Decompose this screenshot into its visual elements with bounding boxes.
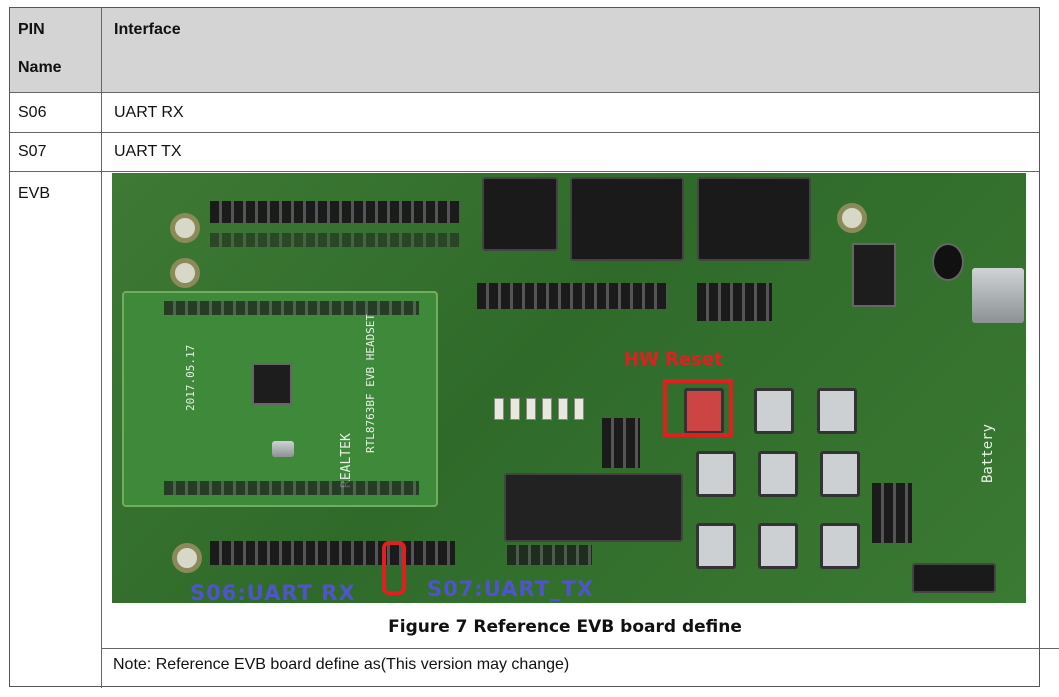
interface-cell: UART TX xyxy=(114,143,182,160)
usb-connector xyxy=(972,268,1024,323)
ic-chip xyxy=(852,243,896,307)
table-header-row: PIN Name Interface xyxy=(10,8,1039,92)
mount-hole xyxy=(837,203,867,233)
evb-board-photo: RTL8763BF EVB HEADSET REALTEK 2017.05.17… xyxy=(112,173,1026,603)
led xyxy=(510,398,520,420)
pin-cell: EVB xyxy=(10,172,102,688)
audio-jack xyxy=(570,177,684,261)
uart-tx-label: S07:UART_TX xyxy=(427,577,594,601)
crystal xyxy=(272,441,294,457)
table-row: EVB xyxy=(10,171,1039,688)
hw-reset-label: HW Reset xyxy=(624,349,723,370)
rtl8763bf-module: RTL8763BF EVB HEADSET REALTEK 2017.05.17 xyxy=(122,291,438,507)
pin-header-bottom-2 xyxy=(507,545,592,565)
header-name-label: Name xyxy=(18,59,62,76)
led xyxy=(574,398,584,420)
note-text: Note: Reference EVB board define as(This… xyxy=(113,656,570,673)
figure-caption: Figure 7 Reference EVB board define xyxy=(388,617,742,637)
key-button xyxy=(820,451,860,497)
header-pin-name: PIN Name xyxy=(10,8,102,92)
pin-cell: S07 xyxy=(10,133,102,171)
led xyxy=(494,398,504,420)
header-interface-label: Interface xyxy=(114,21,181,38)
led xyxy=(558,398,568,420)
pin-cell: S06 xyxy=(10,93,102,132)
module-pins xyxy=(164,301,419,315)
audio-jack xyxy=(482,177,558,251)
pin-header-bottom xyxy=(210,541,455,565)
hw-reset-button xyxy=(684,388,724,434)
header-pin-label: PIN xyxy=(18,21,45,38)
interface-cell: UART RX xyxy=(114,103,184,121)
key-button xyxy=(754,388,794,434)
key-button xyxy=(817,388,857,434)
hw-reset-highlight xyxy=(663,379,733,437)
interface-table: PIN Name Interface S06 UART RX S07 UART … xyxy=(9,7,1040,688)
pin-header-small xyxy=(602,418,640,468)
key-button xyxy=(696,451,736,497)
box-header-connector xyxy=(504,473,683,542)
key-button xyxy=(820,523,860,569)
jumper-block xyxy=(697,283,772,321)
audio-jack xyxy=(697,177,811,261)
key-button xyxy=(758,451,798,497)
pin-header-top-labels xyxy=(210,233,460,247)
rx-tx-pin-highlight xyxy=(382,541,406,595)
bt-soc-chip xyxy=(252,363,292,405)
battery-silk: Battery xyxy=(980,423,996,483)
table-row: S07 UART TX xyxy=(10,132,1039,171)
uart-rx-label: S06:UART RX xyxy=(190,581,356,603)
log-header xyxy=(872,483,912,543)
pin-header-top xyxy=(210,201,460,223)
led xyxy=(542,398,552,420)
key-button xyxy=(758,523,798,569)
battery-connector xyxy=(912,563,996,593)
mount-hole xyxy=(172,543,202,573)
date-silk: 2017.05.17 xyxy=(184,344,197,411)
led xyxy=(526,398,536,420)
module-pins xyxy=(164,481,419,495)
table-row: S06 UART RX xyxy=(10,92,1039,132)
brand-silk: REALTEK xyxy=(339,433,354,488)
capacitor xyxy=(932,243,964,281)
mount-hole xyxy=(170,213,200,243)
mount-hole xyxy=(170,258,200,288)
header-interface: Interface xyxy=(102,8,1039,92)
key-button xyxy=(696,523,736,569)
divider xyxy=(101,648,1059,649)
module-silk: RTL8763BF EVB HEADSET xyxy=(364,313,377,453)
jumper-row xyxy=(477,283,667,309)
